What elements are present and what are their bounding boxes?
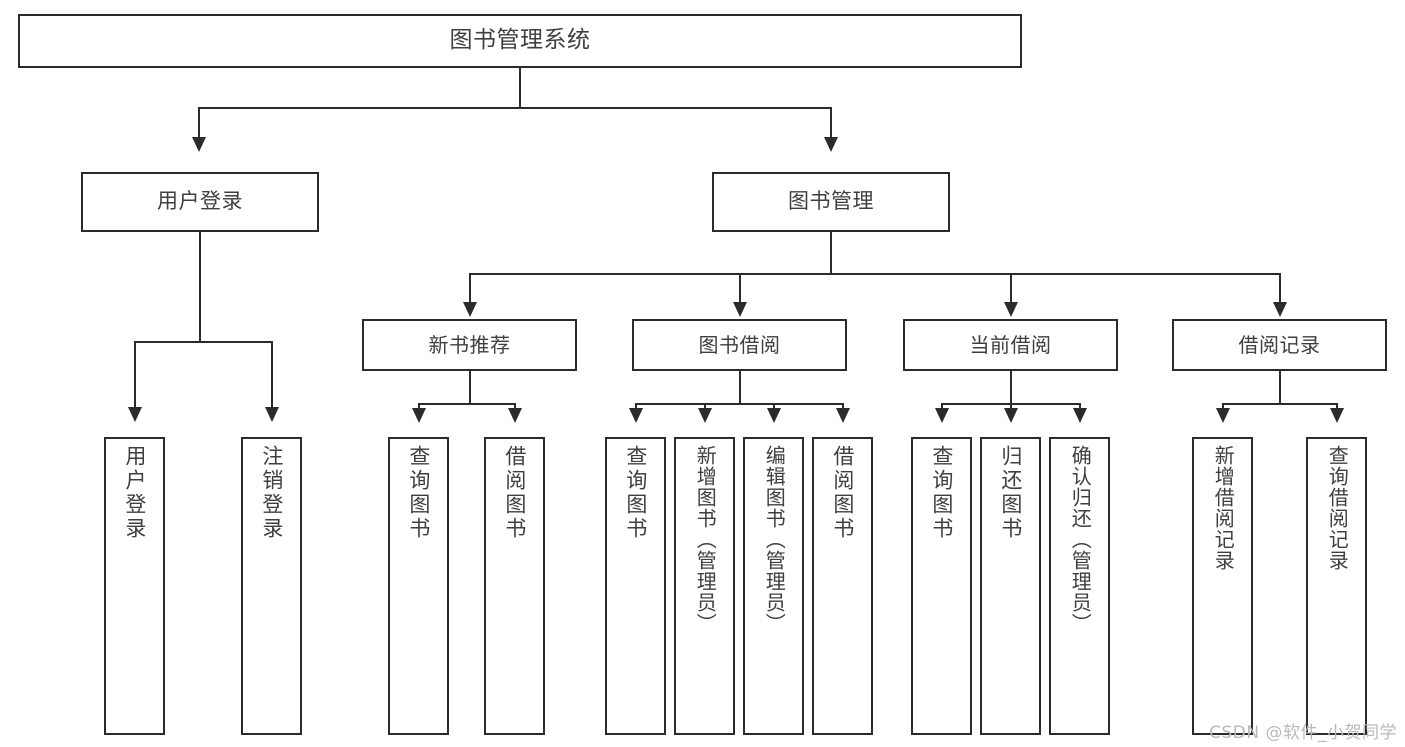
arrow-bm-to-current-borrow: [1004, 302, 1018, 317]
connector-bm-to-current-borrow: [1010, 273, 1012, 306]
arrow-br-to-leaf-2: [1330, 408, 1344, 423]
node-label: 新增借阅记录: [1211, 445, 1236, 571]
arrow-bm-to-book-borrow: [733, 302, 747, 317]
arrow-cb-to-leaf-1: [935, 408, 949, 423]
node-user-login[interactable]: 用户登录: [81, 172, 319, 232]
connector-bb-to-leaf-2: [704, 403, 706, 412]
arrow-bb-to-leaf-3: [767, 408, 781, 423]
leaf-logout[interactable]: 注销登录: [241, 437, 302, 735]
leaf-edit-book-admin[interactable]: 编辑图书（管理员）: [743, 437, 804, 735]
node-label: 借阅记录: [1238, 332, 1321, 357]
node-label: 查询借阅记录: [1325, 445, 1350, 571]
watermark: CSDN @软件_小贺同学: [1209, 723, 1397, 743]
connector-new-book-bus: [418, 403, 515, 405]
node-label: 新增图书（管理员）: [693, 445, 718, 634]
connector-user-login-bus: [134, 341, 272, 343]
node-label: 用户登录: [122, 445, 147, 541]
connector-user-login-to-leaf-1: [134, 341, 136, 411]
node-borrow-record[interactable]: 借阅记录: [1172, 319, 1387, 371]
connector-bb-to-leaf-1: [635, 403, 637, 412]
node-label: 新书推荐: [428, 332, 511, 357]
connector-borrow-record-stem: [1279, 371, 1281, 404]
leaf-query-book-borrow[interactable]: 查询图书: [605, 437, 666, 735]
arrow-user-login-to-leaf-1: [128, 407, 142, 422]
node-current-borrow[interactable]: 当前借阅: [903, 319, 1118, 371]
node-label: 用户登录: [157, 189, 243, 214]
node-label: 编辑图书（管理员）: [762, 445, 787, 634]
arrow-bb-to-leaf-4: [836, 408, 850, 423]
node-book-management-system[interactable]: 图书管理系统: [18, 14, 1022, 68]
leaf-query-borrow-record[interactable]: 查询借阅记录: [1306, 437, 1367, 735]
leaf-borrow-book-new[interactable]: 借阅图书: [484, 437, 545, 735]
node-label: 归还图书: [998, 445, 1023, 541]
arrow-root-to-user-login: [192, 137, 206, 152]
arrow-cb-to-leaf-3: [1073, 408, 1087, 423]
arrow-nb-to-leaf-1: [412, 408, 426, 423]
leaf-user-login[interactable]: 用户登录: [104, 437, 165, 735]
leaf-borrow-book[interactable]: 借阅图书: [812, 437, 873, 735]
leaf-add-borrow-record[interactable]: 新增借阅记录: [1192, 437, 1253, 735]
leaf-query-book-new[interactable]: 查询图书: [388, 437, 449, 735]
leaf-confirm-return-admin[interactable]: 确认归还（管理员）: [1049, 437, 1110, 735]
arrow-cb-to-leaf-2: [1004, 408, 1018, 423]
connector-book-borrow-stem: [739, 371, 741, 404]
node-label: 图书管理系统: [449, 27, 591, 54]
arrow-bm-to-new-book: [463, 302, 477, 317]
connector-bm-to-book-borrow: [739, 273, 741, 306]
connector-current-borrow-stem: [1010, 371, 1012, 404]
arrow-nb-to-leaf-2: [508, 408, 522, 423]
node-label: 查询图书: [406, 445, 431, 541]
connector-user-login-to-leaf-2: [271, 341, 273, 411]
node-label: 当前借阅: [969, 332, 1052, 357]
connector-book-borrow-bus: [635, 403, 842, 405]
connector-cb-to-leaf-2: [1010, 403, 1012, 412]
node-label: 图书管理: [788, 189, 874, 214]
node-book-management[interactable]: 图书管理: [712, 172, 950, 232]
connector-root-stem: [519, 68, 521, 108]
arrow-bb-to-leaf-2: [698, 408, 712, 423]
connector-root-to-book-management: [830, 107, 832, 141]
connector-bm-to-new-book: [469, 273, 471, 306]
node-label: 借阅图书: [830, 445, 855, 541]
connector-borrow-record-bus: [1222, 403, 1337, 405]
arrow-user-login-to-leaf-2: [265, 407, 279, 422]
node-label: 查询图书: [623, 445, 648, 541]
connector-br-to-leaf-1: [1222, 403, 1224, 412]
arrow-br-to-leaf-1: [1216, 408, 1230, 423]
node-label: 注销登录: [259, 445, 284, 541]
arrow-root-to-book-management: [824, 137, 838, 152]
connector-cb-to-leaf-3: [1079, 403, 1081, 412]
connector-br-to-leaf-2: [1336, 403, 1338, 412]
arrow-bb-to-leaf-1: [629, 408, 643, 423]
connector-user-login-stem: [199, 232, 201, 342]
connector-bb-to-leaf-4: [842, 403, 844, 412]
connector-book-management-bus: [469, 273, 1281, 275]
connector-nb-to-leaf-2: [514, 403, 516, 412]
connector-bb-to-leaf-3: [773, 403, 775, 412]
node-book-borrow[interactable]: 图书借阅: [632, 319, 847, 371]
connector-root-to-user-login: [198, 107, 200, 141]
leaf-query-book-current[interactable]: 查询图书: [911, 437, 972, 735]
node-new-book-recommend[interactable]: 新书推荐: [362, 319, 577, 371]
leaf-add-book-admin[interactable]: 新增图书（管理员）: [674, 437, 735, 735]
node-label: 图书借阅: [698, 332, 781, 357]
node-label: 查询图书: [929, 445, 954, 541]
connector-new-book-stem: [469, 371, 471, 404]
connector-bm-to-borrow-record: [1279, 273, 1281, 306]
connector-book-management-stem: [830, 232, 832, 274]
arrow-bm-to-borrow-record: [1273, 302, 1287, 317]
connector-nb-to-leaf-1: [418, 403, 420, 412]
connector-root-bus: [198, 107, 832, 109]
connector-cb-to-leaf-1: [941, 403, 943, 412]
node-label: 确认归还（管理员）: [1068, 445, 1093, 634]
node-label: 借阅图书: [502, 445, 527, 541]
leaf-return-book[interactable]: 归还图书: [980, 437, 1041, 735]
